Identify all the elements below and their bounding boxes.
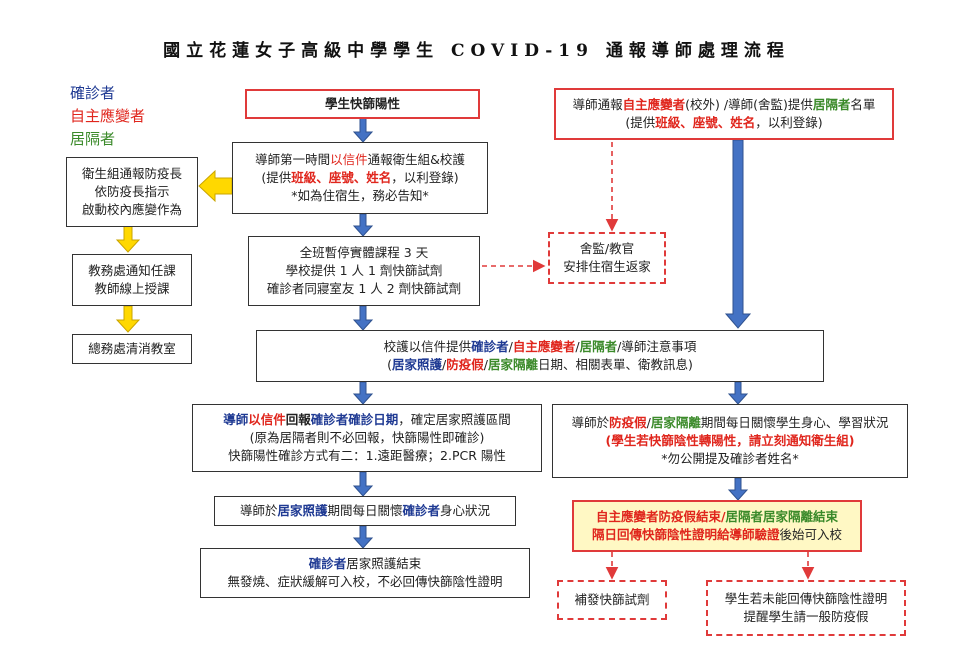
box-teacher-reply: 導師以信件回報確診者確診日期，確定居家照護區間 (原為居隔者則不必回報，快篩陽性… [192,404,542,472]
legend-confirmed: 確診者 [70,84,116,102]
box-reissue: 補發快篩試劑 [557,580,667,620]
arrow-3 [352,305,374,331]
legend-self-monitor: 自主應變者 [70,107,146,125]
yellow-arrow-down-2 [115,305,141,333]
box-leave-end: 自主應變者防疫假結束/居隔者居家隔離結束 隔日回傳快篩陰性證明給導師驗證後始可入… [572,500,862,552]
yellow-arrow-left [198,169,233,203]
page-title: 國立花蓮女子高級中學學生 COVID-19 通報導師處理流程 [163,41,790,61]
yellow-arrow-down-1 [115,225,141,253]
box-health-team: 衛生組通報防疫長 依防疫長指示 啟動校內應變作為 [66,157,198,227]
box-home-care-end: 確診者居家照護結束 無發燒、症狀緩解可入校，不必回傳快篩陰性證明 [200,548,530,598]
legend-quarantine: 居隔者 [70,130,116,148]
box-daily-care-right: 導師於防疫假/居家隔離期間每日關懷學生身心、學習狀況 (學生若快篩陰性轉陽性，請… [552,404,908,478]
arrow-right-3 [727,477,749,501]
arrow-right-2 [727,381,749,405]
arrow-5 [352,471,374,497]
arrow-4 [352,381,374,405]
box-nurse-email: 校護以信件提供確診者/自主應變者/居隔者/導師注意事項 (居家照護/防疫假/居家… [256,330,824,382]
box-daily-care-confirmed: 導師於居家照護期間每日關懷確診者身心狀況 [214,496,516,526]
box-dorm: 舍監/教官 安排住宿生返家 [548,232,666,284]
box-teacher-notify: 導師第一時間以信件通報衛生組&校護 (提供班級、座號、姓名，以利登錄) *如為住… [232,142,488,214]
box-general-affairs: 總務處清消教室 [72,334,192,364]
box-no-proof: 學生若未能回傳快篩陰性證明 提醒學生請一般防疫假 [706,580,906,636]
arrow-right-long [724,139,752,329]
arrow-2 [352,213,374,237]
box-academic: 教務處通知任課 教師線上授課 [72,254,192,306]
box-rapid-positive: 學生快篩陽性 [245,89,480,119]
arrow-6 [352,525,374,549]
box-class-suspend: 全班暫停實體課程 3 天 學校提供 1 人 1 劑快篩試劑 確診者同寢室友 1 … [248,236,480,306]
box-teacher-report-right: 導師通報自主應變者(校外) /導師(舍監)提供居隔者名單 (提供班級、座號、姓名… [554,88,894,140]
arrow-1 [352,117,374,143]
